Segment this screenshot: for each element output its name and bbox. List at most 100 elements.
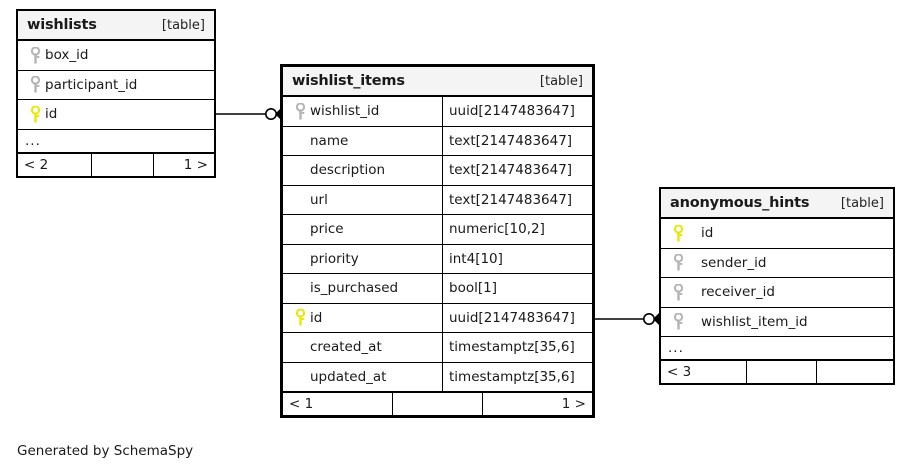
column-name: wishlist_item_id bbox=[701, 313, 808, 330]
table-row[interactable]: wishlist_id uuid[2147483647] bbox=[283, 97, 592, 127]
primary-key-icon bbox=[290, 309, 310, 326]
table-row[interactable]: is_purchased bool[1] bbox=[283, 274, 592, 304]
foreign-key-icon bbox=[668, 283, 688, 301]
column-type: text[2147483647] bbox=[449, 162, 573, 179]
column-name: sender_id bbox=[701, 254, 767, 271]
relationship-wishlists-wishlist-items[interactable] bbox=[215, 103, 284, 125]
column-type: timestamptz[35,6] bbox=[449, 368, 575, 385]
table-row[interactable]: priority int4[10] bbox=[283, 244, 592, 274]
footer-outgoing-count[interactable]: 1 > bbox=[183, 156, 208, 173]
table-kind-label: [table] bbox=[840, 195, 884, 211]
column-type-cell: int4[10] bbox=[442, 244, 592, 273]
table-title: anonymous_hints bbox=[670, 195, 810, 211]
column-type: uuid[2147483647] bbox=[449, 103, 575, 120]
column-cell: priority bbox=[283, 245, 442, 274]
column-type: bool[1] bbox=[449, 280, 497, 297]
column-type-cell: text[2147483647] bbox=[442, 185, 592, 214]
table-row[interactable]: name text[2147483647] bbox=[283, 126, 592, 156]
column-cell: participant_id bbox=[18, 71, 214, 100]
table-row[interactable]: id bbox=[661, 219, 893, 249]
column-name: id bbox=[45, 106, 58, 123]
column-name: box_id bbox=[45, 47, 89, 64]
column-name: priority bbox=[310, 250, 359, 267]
foreign-key-icon bbox=[25, 76, 45, 93]
column-name: wishlist_id bbox=[310, 103, 380, 120]
table-header-wishlist-items: wishlist_items [table] bbox=[283, 67, 592, 97]
column-type: text[2147483647] bbox=[449, 191, 573, 208]
column-cell: url bbox=[283, 186, 442, 215]
table-row[interactable]: sender_id bbox=[661, 249, 893, 278]
primary-key-icon bbox=[668, 224, 688, 242]
table-footer-wishlist-items: < 1 1 > bbox=[283, 392, 592, 415]
column-type: uuid[2147483647] bbox=[449, 309, 575, 326]
table-title: wishlist_items bbox=[292, 73, 405, 89]
column-type: int4[10] bbox=[449, 250, 503, 267]
column-name: url bbox=[310, 191, 328, 208]
column-type-cell: timestamptz[35,6] bbox=[442, 333, 592, 362]
footer-incoming-count[interactable]: < 1 bbox=[283, 393, 393, 415]
column-cell: updated_at bbox=[283, 363, 442, 392]
column-name: created_at bbox=[310, 339, 382, 356]
table-row[interactable]: participant_id bbox=[18, 71, 214, 100]
column-cell: name bbox=[283, 127, 442, 156]
column-type: text[2147483647] bbox=[449, 132, 573, 149]
table-wishlists[interactable]: wishlists [table] box_id participant_id bbox=[16, 9, 216, 178]
column-name: updated_at bbox=[310, 368, 387, 385]
table-row[interactable]: wishlist_item_id bbox=[661, 308, 893, 337]
column-name: id bbox=[701, 225, 714, 242]
column-name: description bbox=[310, 162, 386, 179]
footer-incoming-count[interactable]: < 2 bbox=[18, 153, 92, 176]
footer-outgoing-count[interactable]: 1 > bbox=[561, 396, 586, 412]
table-title: wishlists bbox=[27, 17, 97, 33]
column-type-cell: uuid[2147483647] bbox=[442, 303, 592, 332]
column-cell: sender_id bbox=[661, 249, 893, 278]
column-type-cell: numeric[10,2] bbox=[442, 215, 592, 244]
column-cell: id bbox=[18, 100, 214, 129]
footer-incoming-count[interactable]: < 3 bbox=[661, 361, 747, 383]
foreign-key-icon bbox=[668, 313, 688, 330]
more-columns-indicator: ... bbox=[661, 337, 893, 360]
column-name: id bbox=[310, 309, 323, 326]
column-name: is_purchased bbox=[310, 280, 399, 297]
foreign-key-icon bbox=[25, 46, 45, 64]
column-cell: box_id bbox=[18, 41, 214, 70]
table-row[interactable]: id uuid[2147483647] bbox=[283, 303, 592, 333]
column-name: receiver_id bbox=[701, 284, 775, 301]
column-type-cell: text[2147483647] bbox=[442, 156, 592, 185]
table-footer-anonymous-hints: < 3 bbox=[661, 360, 893, 383]
table-kind-label: [table] bbox=[539, 73, 583, 89]
column-type-cell: bool[1] bbox=[442, 274, 592, 303]
column-cell: description bbox=[283, 156, 442, 185]
table-row[interactable]: box_id bbox=[18, 41, 214, 71]
table-anonymous-hints[interactable]: anonymous_hints [table] id sender_id bbox=[659, 187, 895, 385]
table-wishlist-items[interactable]: wishlist_items [table] wishlist_id uuid[… bbox=[280, 64, 595, 418]
column-cell: price bbox=[283, 215, 442, 244]
table-header-anonymous-hints: anonymous_hints [table] bbox=[661, 189, 893, 219]
column-cell: wishlist_id bbox=[283, 97, 442, 126]
table-row[interactable]: url text[2147483647] bbox=[283, 185, 592, 215]
footer-middle bbox=[393, 393, 483, 415]
generated-by-note: Generated by SchemaSpy bbox=[17, 443, 194, 459]
table-row[interactable]: price numeric[10,2] bbox=[283, 215, 592, 245]
table-footer-wishlists: < 2 1 > bbox=[18, 152, 214, 176]
column-cell: is_purchased bbox=[283, 274, 442, 303]
table-row[interactable]: id bbox=[18, 100, 214, 130]
column-type-cell: text[2147483647] bbox=[442, 126, 592, 155]
column-type: numeric[10,2] bbox=[449, 221, 545, 238]
column-cell: wishlist_item_id bbox=[661, 308, 893, 337]
table-kind-label: [table] bbox=[161, 17, 205, 33]
more-columns-indicator: ... bbox=[18, 130, 214, 153]
footer-middle bbox=[92, 153, 154, 176]
table-row[interactable]: receiver_id bbox=[661, 278, 893, 308]
column-type: timestamptz[35,6] bbox=[449, 339, 575, 356]
relationship-wishlist-items-anonymous-hints[interactable] bbox=[595, 308, 662, 330]
foreign-key-icon bbox=[668, 254, 688, 271]
table-row[interactable]: description text[2147483647] bbox=[283, 156, 592, 186]
table-row[interactable]: updated_at timestamptz[35,6] bbox=[283, 362, 592, 392]
footer-middle bbox=[747, 361, 817, 383]
column-name: name bbox=[310, 132, 349, 149]
column-cell: receiver_id bbox=[661, 278, 893, 307]
table-header-wishlists: wishlists [table] bbox=[18, 11, 214, 41]
footer-outgoing-count[interactable] bbox=[817, 361, 893, 383]
table-row[interactable]: created_at timestamptz[35,6] bbox=[283, 333, 592, 363]
